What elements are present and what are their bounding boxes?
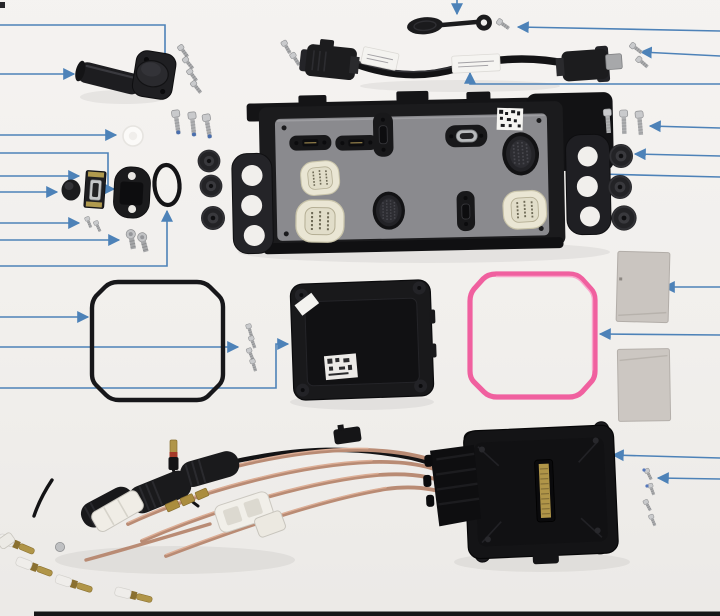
bullet-terminal — [54, 574, 93, 593]
callout-left-oval-oring — [0, 209, 173, 267]
vertical-slot-connector — [456, 191, 476, 232]
ecu-screws-column — [642, 467, 658, 528]
harness-connector-white-small — [254, 510, 286, 538]
harness-connector-black — [180, 451, 240, 487]
callout-right-cap-screw — [516, 21, 720, 34]
oval-o-ring — [152, 162, 182, 208]
callout-left-cover-lid — [0, 338, 290, 389]
corner-sticker — [294, 292, 320, 316]
callout-right-cable-screws — [639, 46, 720, 59]
callout-lines — [0, 0, 720, 485]
white-connector-large — [294, 198, 346, 244]
cable-label — [360, 46, 400, 71]
white-connector-right — [501, 188, 549, 231]
harness-connector-white — [91, 490, 144, 532]
callout-right-pink-seal — [598, 328, 720, 341]
harness-pin-terminal — [168, 439, 179, 470]
board-connector-bar — [289, 134, 332, 151]
callout-right-ecu — [611, 449, 720, 462]
white-connector-small — [298, 158, 342, 198]
callout-left-sensor-plate — [0, 152, 116, 195]
bullet-terminal — [114, 586, 153, 603]
harness-connector-white — [214, 491, 274, 533]
cable-label — [451, 53, 501, 74]
callout-right-long-screws — [648, 120, 720, 133]
callout-right-main-bracket — [597, 168, 720, 181]
board-to-board-connector — [534, 459, 556, 523]
long-screws-silver — [602, 108, 646, 136]
barcode-sticker — [323, 353, 358, 381]
bullet-terminal — [15, 556, 53, 577]
square-seal-black — [89, 279, 226, 403]
sensor-plate — [113, 166, 151, 219]
square-seal-pink — [467, 271, 598, 400]
right-mounting-bracket — [565, 133, 612, 236]
housing-cover-lid — [289, 279, 437, 401]
callout-right-cable — [464, 71, 720, 85]
clear-grommet — [122, 125, 144, 147]
interconnect-cable — [279, 39, 623, 83]
thermal-pad-top — [615, 250, 671, 324]
rubber-elbow-plug — [75, 50, 177, 100]
thermal-pad-bottom — [616, 348, 672, 422]
ecu-harness-boot — [423, 444, 482, 527]
ecu-module — [423, 421, 619, 565]
callout-right-ecu-screws — [656, 472, 720, 485]
dust-cap — [407, 14, 492, 35]
cable-clamp — [333, 424, 362, 445]
ball-terminal — [55, 542, 66, 553]
small-pcb-connector — [83, 170, 107, 209]
gold-flag-terminals — [164, 487, 210, 513]
rubber-oval-plug — [61, 179, 81, 201]
photo-bottom-edge — [34, 611, 720, 616]
left-mounting-bracket — [231, 152, 274, 255]
vertical-slot-connector — [372, 112, 394, 157]
metal-slot-connector — [445, 124, 488, 148]
board-connector-bar — [335, 135, 378, 151]
main-io-module — [231, 90, 614, 255]
qr-code-sticker — [496, 107, 524, 131]
harness-connector-white-small — [0, 532, 16, 550]
photo-edge-artifact — [0, 2, 5, 8]
callout-right-grommets — [633, 148, 720, 161]
